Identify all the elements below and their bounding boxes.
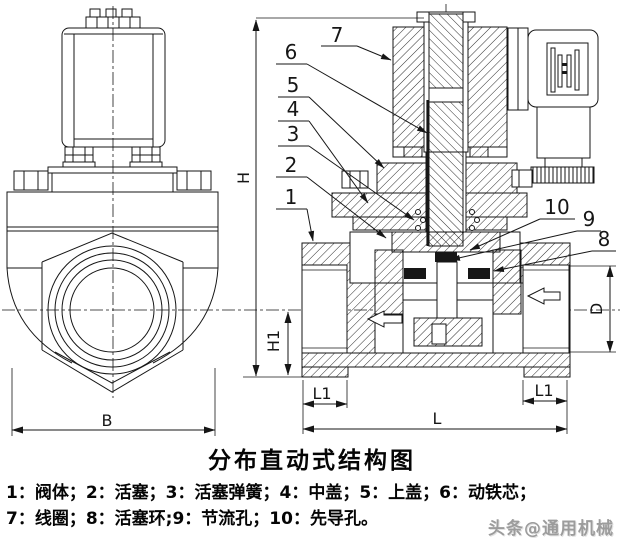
- callout-9: 9: [449, 207, 601, 261]
- coil-mount-nuts: [62, 146, 163, 168]
- dimension-H1-label: H1: [264, 330, 283, 352]
- callout-2: 2: [276, 153, 387, 239]
- piston-spring: [415, 209, 480, 231]
- piston-ring-right: [468, 268, 490, 279]
- dimension-H-label: H: [234, 172, 253, 184]
- callout-10: 10: [469, 195, 575, 251]
- callout-4: 4: [278, 97, 369, 204]
- callout-7: 7: [321, 23, 392, 61]
- piston-ring-left: [404, 268, 426, 279]
- dimension-L: L: [302, 380, 568, 434]
- dimension-L-label: L: [433, 409, 442, 428]
- callout-8: 8: [493, 227, 616, 272]
- parts-legend: 1：阀体；2：活塞；3：活塞弹簧；4：中盖；5：上盖；6：动铁芯； 7：线圈；8…: [0, 475, 624, 532]
- section-view: H H1 L L1 L1: [234, 11, 616, 434]
- piston-stem: [436, 261, 458, 319]
- bonnet: [13, 166, 212, 193]
- dimension-L1-right: L1: [522, 380, 568, 405]
- left-view-external: B: [6, 8, 219, 436]
- callouts: 7 6 5 4: [276, 23, 616, 272]
- callout-4-label: 4: [287, 97, 300, 121]
- callout-3: 3: [278, 122, 415, 221]
- callout-5-label: 5: [287, 73, 300, 97]
- dimension-H: H: [234, 17, 424, 378]
- callout-6-label: 6: [285, 40, 298, 64]
- dimension-L1-left-label: L1: [312, 384, 331, 403]
- connector-knurled-nut: [530, 166, 595, 184]
- inlet-port: [301, 264, 348, 354]
- legend-line-2: 7：线圈；8：活塞环;9：节流孔；10：先导孔。: [6, 509, 378, 529]
- dimension-B: B: [11, 368, 216, 436]
- moving-core: [428, 101, 464, 247]
- outlet-port: [522, 264, 570, 354]
- pilot-seal: [435, 252, 457, 262]
- callout-1-label: 1: [285, 185, 298, 209]
- flow-arrow-right-icon: [526, 287, 561, 305]
- dimension-L1-left: L1: [302, 380, 348, 408]
- callout-10-label: 10: [544, 195, 569, 219]
- callout-1: 1: [276, 185, 315, 242]
- drawing-title: 分布直动式结构图: [208, 448, 416, 474]
- callout-3-label: 3: [287, 122, 300, 146]
- dimension-H1: H1: [264, 311, 292, 376]
- callout-6: 6: [276, 40, 428, 134]
- armature-assembly: [416, 11, 476, 247]
- technical-drawing: B: [2, 4, 620, 436]
- valve-body-section: [301, 231, 571, 378]
- coil-housing: [61, 27, 166, 148]
- dimension-D: D: [570, 265, 616, 353]
- watermark: 头条@通用机械: [488, 519, 614, 539]
- callout-9-label: 9: [583, 207, 596, 231]
- callout-7-label: 7: [331, 23, 344, 47]
- dimension-D-label: D: [587, 303, 606, 315]
- callout-2-label: 2: [285, 153, 298, 177]
- callout-5: 5: [278, 73, 385, 169]
- electrical-connector: [507, 27, 599, 184]
- connector-body: [536, 106, 591, 159]
- callout-8-label: 8: [598, 227, 611, 251]
- legend-line-1: 1：阀体；2：活塞；3：活塞弹簧；4：中盖；5：上盖；6：动铁芯；: [6, 483, 536, 503]
- dimension-L1-right-label: L1: [534, 381, 553, 400]
- dimension-B-label: B: [102, 411, 113, 430]
- flow-arrow-left-icon: [366, 310, 403, 328]
- fixed-core: [428, 13, 464, 89]
- valve-body-left-view: [6, 191, 219, 393]
